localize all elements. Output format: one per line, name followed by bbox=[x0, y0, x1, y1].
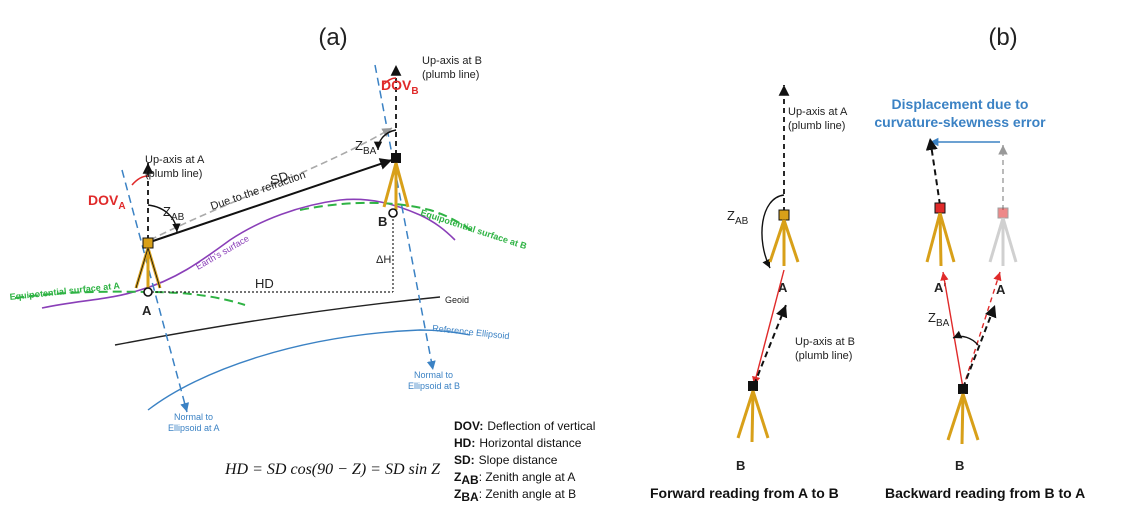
fwd-tripod-b-icon bbox=[736, 381, 770, 443]
normal-b-label-1: Normal to bbox=[414, 370, 453, 380]
normal-b-label-2: Ellipsoid at B bbox=[408, 381, 460, 391]
panel-a: DOVA DOVB Up-axis at A (plumb line) Up-a… bbox=[9, 55, 528, 478]
z-ba-arc bbox=[373, 129, 397, 151]
legend: DOV:Deflection of vertical HD:Horizontal… bbox=[454, 419, 595, 504]
point-a-label: A bbox=[142, 303, 152, 318]
legend-item-hd: HD:Horizontal distance bbox=[454, 436, 582, 450]
fwd-up-axis-a-label-1: Up-axis at A bbox=[788, 106, 848, 118]
ghost-point-a-label: A bbox=[996, 282, 1006, 297]
panel-label-b: (b) bbox=[988, 24, 1017, 51]
z-ba-label: ZBA bbox=[355, 138, 377, 157]
geoid-line bbox=[114, 296, 441, 346]
back-z-ba-label: ZBA bbox=[928, 310, 950, 329]
forward-caption: Forward reading from A to B bbox=[650, 485, 839, 501]
back-sight-line-ghost bbox=[962, 271, 1002, 389]
legend-item-dov: DOV:Deflection of vertical bbox=[454, 419, 595, 433]
point-b-label: B bbox=[378, 214, 387, 229]
panel-b: Up-axis at A (plumb line) ZAB A Up-axis … bbox=[650, 85, 1085, 501]
equipotential-b-curve bbox=[299, 201, 476, 234]
sd-label: SD bbox=[268, 168, 290, 188]
normal-a-label-1: Normal to bbox=[174, 412, 213, 422]
reference-ellipsoid-curve bbox=[147, 329, 471, 411]
normal-a-line bbox=[121, 169, 190, 413]
fwd-up-axis-b-line bbox=[753, 304, 788, 386]
up-axis-b-label-1: Up-axis at B bbox=[422, 55, 482, 67]
dov-a-arc bbox=[131, 175, 149, 186]
fwd-up-axis-a-label-2: (plumb line) bbox=[788, 120, 845, 132]
back-point-b-label: B bbox=[955, 458, 964, 473]
earths-surface-label: Earth's surface bbox=[194, 233, 251, 272]
a-prime-tripod-icon bbox=[925, 202, 956, 267]
legend-item-z-ab: ZAB: Zenith angle at A bbox=[454, 470, 575, 487]
normal-a-label-2: Ellipsoid at A bbox=[168, 423, 220, 433]
legend-item-sd: SD:Slope distance bbox=[454, 453, 558, 467]
sd-line bbox=[149, 158, 393, 243]
fwd-tripod-a-icon bbox=[768, 209, 800, 266]
fwd-point-b-label: B bbox=[736, 458, 745, 473]
z-ab-arc bbox=[147, 204, 181, 233]
equipotential-b-label: Equipotential surface at B bbox=[419, 207, 528, 251]
back-z-ba-arc bbox=[952, 330, 979, 346]
back-tripod-b-icon bbox=[946, 384, 980, 445]
point-b-marker bbox=[388, 208, 398, 218]
fwd-up-axis-b-label-2: (plumb line) bbox=[795, 350, 852, 362]
dov-b-arc bbox=[383, 77, 397, 85]
dov-a-label: DOVA bbox=[88, 192, 126, 212]
refraction-curve bbox=[149, 127, 393, 241]
ghost-tripod-a-icon bbox=[988, 207, 1018, 266]
dov-b-label: DOVB bbox=[381, 77, 419, 97]
back-up-axis-b-line bbox=[962, 304, 997, 389]
tripod-a-icon bbox=[134, 237, 162, 290]
dh-label: ΔH bbox=[376, 254, 391, 266]
hd-label: HD bbox=[255, 276, 274, 291]
up-axis-a-label-1: Up-axis at A bbox=[145, 154, 205, 166]
reference-ellipsoid-label: Reference Ellipsoid bbox=[432, 323, 510, 341]
earths-surface-curve bbox=[41, 198, 456, 309]
panel-label-a: (a) bbox=[318, 24, 347, 51]
z-ab-label: ZAB bbox=[163, 204, 185, 223]
point-a-marker bbox=[143, 287, 153, 297]
fwd-z-ab-label: ZAB bbox=[727, 208, 749, 227]
fwd-sight-line bbox=[752, 269, 785, 386]
a-prime-up-axis-line bbox=[925, 137, 941, 206]
displacement-label-2: curvature-skewness error bbox=[874, 114, 1046, 130]
geoid-label: Geoid bbox=[445, 295, 469, 305]
fwd-up-axis-b-label-1: Up-axis at B bbox=[795, 336, 855, 348]
tripod-b-icon bbox=[382, 153, 410, 210]
up-axis-b-label-2: (plumb line) bbox=[422, 69, 479, 81]
up-axis-a-label-2: (plumb line) bbox=[145, 168, 202, 180]
back-sight-line-a-prime bbox=[940, 271, 964, 389]
backward-caption: Backward reading from B to A bbox=[885, 485, 1085, 501]
hd-formula: HD = SD cos(90 − Z) = SD sin Z bbox=[224, 461, 441, 478]
fwd-z-ab-arc bbox=[761, 194, 785, 269]
fwd-point-a-label: A bbox=[778, 280, 788, 295]
displacement-label-1: Displacement due to bbox=[892, 96, 1029, 112]
a-prime-label: A' bbox=[934, 280, 946, 295]
legend-item-z-ba: ZBA: Zenith angle at B bbox=[454, 487, 576, 504]
